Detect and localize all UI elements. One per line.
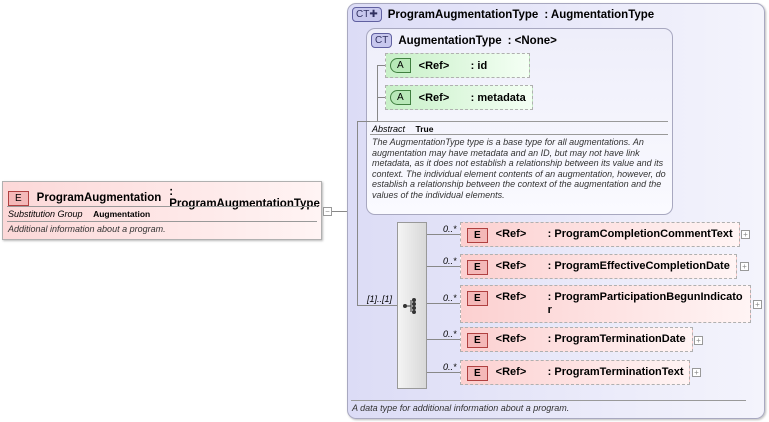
child-name: : ProgramParticipationBegunIndicator	[547, 291, 743, 316]
complex-type-description: A data type for additional information a…	[352, 403, 570, 413]
element-badge: E	[467, 260, 488, 275]
child-ref: <Ref>	[495, 366, 527, 378]
child-ref: <Ref>	[495, 333, 527, 345]
child-element-termination-text[interactable]: E <Ref> : ProgramTerminationText	[460, 360, 690, 385]
child-element-completion-comment-text[interactable]: E <Ref> : ProgramCompletionCommentText	[460, 222, 740, 247]
element-badge: E	[8, 190, 29, 206]
child-name: : ProgramEffectiveCompletionDate	[547, 260, 730, 272]
base-type-description: The AugmentationType type is a base type…	[372, 137, 666, 200]
attribute-id[interactable]: A <Ref> : id	[385, 53, 530, 78]
expand-button[interactable]: +	[692, 368, 701, 377]
sequence-icon	[403, 298, 416, 314]
substitution-label: Substitution Group	[8, 209, 83, 219]
sequence-multiplicity: [1]..[1]	[367, 294, 393, 304]
element-badge: E	[467, 366, 488, 381]
attribute-ref: <Ref>	[418, 91, 450, 104]
child-multiplicity: 0..*	[443, 329, 457, 339]
base-type-badge: CT	[371, 33, 393, 48]
element-description: Additional information about a program.	[8, 224, 166, 234]
child-element-participation-begun-indicator[interactable]: E <Ref> : ProgramParticipationBegunIndic…	[460, 285, 751, 323]
base-type-base: : <None>	[507, 34, 557, 47]
complex-type-badge: CT✚	[352, 7, 382, 22]
attribute-name: : id	[470, 59, 488, 72]
child-multiplicity: 0..*	[443, 362, 457, 372]
base-type-name: AugmentationType	[398, 34, 502, 47]
attribute-metadata[interactable]: A <Ref> : metadata	[385, 85, 533, 110]
child-element-effective-completion-date[interactable]: E <Ref> : ProgramEffectiveCompletionDate	[460, 254, 737, 279]
expand-button[interactable]: +	[753, 300, 762, 309]
child-name: : ProgramTerminationDate	[547, 333, 686, 345]
child-ref: <Ref>	[495, 260, 527, 272]
expand-button[interactable]: +	[694, 336, 703, 345]
collapse-button[interactable]: −	[323, 207, 332, 216]
attribute-badge: A	[390, 58, 411, 73]
attribute-badge: A	[390, 90, 411, 105]
attribute-ref: <Ref>	[418, 59, 450, 72]
child-element-termination-date[interactable]: E <Ref> : ProgramTerminationDate	[460, 327, 693, 352]
sequence-compositor[interactable]	[397, 222, 427, 389]
child-multiplicity: 0..*	[443, 224, 457, 234]
child-multiplicity: 0..*	[443, 256, 457, 266]
expand-button[interactable]: +	[741, 230, 750, 239]
element-badge: E	[467, 228, 488, 243]
abstract-label: Abstract	[372, 124, 406, 134]
element-type: : ProgramAugmentationType	[169, 186, 320, 210]
abstract-value: True	[415, 124, 434, 134]
child-ref: <Ref>	[495, 228, 527, 240]
complex-type-name: ProgramAugmentationType	[387, 8, 539, 21]
attribute-name: : metadata	[470, 91, 526, 104]
expand-button[interactable]: +	[740, 262, 749, 271]
child-name: : ProgramTerminationText	[547, 366, 684, 378]
element-badge: E	[467, 333, 488, 348]
substitution-value: Augmentation	[93, 209, 151, 219]
child-ref: <Ref>	[495, 291, 527, 303]
child-name: : ProgramCompletionCommentText	[547, 228, 733, 240]
element-name: ProgramAugmentation	[36, 192, 162, 204]
element-box[interactable]: E ProgramAugmentation : ProgramAugmentat…	[2, 181, 322, 240]
complex-type-base: : AugmentationType	[544, 8, 655, 21]
child-multiplicity: 0..*	[443, 293, 457, 303]
element-badge: E	[467, 291, 488, 306]
